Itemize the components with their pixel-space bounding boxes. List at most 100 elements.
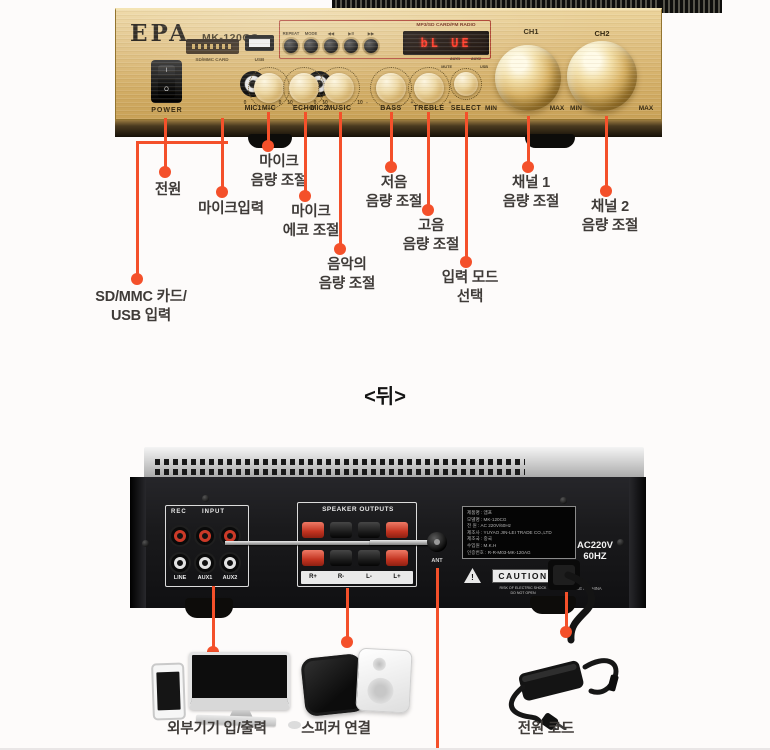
select-knob-ticks: [450, 68, 482, 100]
music-knob-min: 0: [313, 100, 317, 106]
annotation-line-mic-volume: [266, 112, 270, 145]
spec-row: 수입원 : M.K.H: [467, 542, 497, 548]
lid-vent-row-2: [155, 469, 525, 475]
select-option-mute: MUTE: [441, 65, 452, 69]
annotation-label-mic-input: 마이크입력: [198, 201, 264, 217]
speaker-terminal-red: [302, 550, 324, 566]
annotation-dot-bass-volume: [385, 161, 397, 173]
power-inlet-recess: [553, 565, 575, 585]
ant-connector: [427, 532, 447, 552]
power-rating-label: AC220V 60HZ: [577, 540, 613, 562]
annotation-label-input-mode: 입력 모드 선택: [441, 270, 499, 306]
screw-icon: [617, 539, 624, 546]
spec-row: 제품명 : 앰프: [467, 510, 492, 515]
annotation-label-bass-volume: 저음 음량 조절: [365, 175, 423, 211]
annotation-line-mic-echo: [303, 112, 307, 195]
rca-jack-red: [196, 527, 214, 545]
music-knob: [324, 73, 354, 103]
rca-jack-red: [221, 527, 239, 545]
select-option-usb: USB: [480, 65, 489, 69]
lid-vent-row-1: [155, 459, 525, 465]
terminal-label-r-plus: R+: [309, 574, 317, 580]
brand-logo: EPA: [130, 20, 190, 47]
mic1-label: MIC1: [244, 105, 262, 112]
annotation-line-speaker: [345, 588, 349, 640]
annotation-line-power-cord: [564, 592, 568, 630]
divider-label: <뒤>: [364, 386, 406, 408]
music-knob-ticks: [318, 67, 360, 109]
sd-card-slot: [186, 39, 239, 54]
annotation-dot-mic-echo: [299, 190, 311, 202]
mic-knob: [254, 73, 284, 103]
power-off-mark: O: [164, 87, 169, 93]
speaker-outputs-box: SPEAKER OUTPUTS R+ R- L- L+: [297, 502, 417, 587]
display-label: MP3/SD CARD/FM RADIO: [416, 23, 476, 28]
top-vent-strip-corner: [660, 0, 722, 13]
caution-sub-label: RISK OF ELECTRIC SHOCK DO NOT OPEN: [499, 586, 547, 596]
annotation-dot-ch1: [522, 161, 534, 173]
annotation-label-speaker: 스피커 연결: [301, 721, 371, 737]
smartphone-icon: [151, 662, 186, 721]
annotation-label-power-cord: 전원 코드: [517, 721, 575, 737]
spec-sticker: 제품명 : 앰프 모델명 : MK-120CG 전 원 : AC 220V/60…: [462, 506, 576, 559]
sd-card-slot-label: SD/MMC CARD: [195, 57, 229, 62]
select-knob-label: SELECT: [450, 105, 482, 112]
bass-knob-max: +: [410, 100, 414, 106]
annotation-dot-treble-volume: [422, 204, 434, 216]
back-panel-photo: REC INPUT LINE AUX1 AUX2 SPEAKER OUTPUTS…: [130, 447, 646, 622]
annotation-line-external: [211, 586, 215, 650]
bass-knob-min: -: [366, 100, 368, 106]
annotation-dot-music-volume: [334, 243, 346, 255]
monitor-stand: [228, 710, 254, 720]
annotation-dot-ch2: [600, 185, 612, 197]
spec-row: 전 원 : AC 220V/60Hz: [467, 523, 511, 529]
computer-monitor-icon: [189, 652, 290, 710]
aux1-jack-label: AUX1: [197, 575, 213, 581]
echo-knob: [289, 73, 319, 103]
power-cord: [564, 571, 595, 644]
ch2-max-label: MAX: [638, 105, 654, 112]
spec-row: 제조국 : 중국: [467, 536, 492, 542]
annotation-dot-power: [159, 166, 171, 178]
ch1-max-label: MAX: [549, 105, 565, 112]
annotation-line-antenna: [435, 568, 439, 750]
ant-label: ANT: [431, 558, 443, 564]
annotation-label-music-volume: 음악의 음량 조절: [318, 257, 376, 293]
speaker-terminal-red: [386, 522, 408, 538]
aux2-jack-label: AUX2: [222, 575, 238, 581]
terminal-label-l-plus: L+: [393, 574, 401, 580]
usb-port: [245, 35, 274, 51]
annotation-line-ch2: [604, 116, 608, 190]
select-knob: [454, 72, 478, 96]
annotation-label-ch1: 채널 1 음량 조절: [502, 175, 560, 211]
antenna-rod: [225, 541, 437, 545]
treble-knob-min: -: [404, 100, 406, 106]
terminal-label-r-minus: R-: [337, 574, 345, 580]
annotation-line-treble-volume: [426, 112, 430, 209]
treble-knob-ticks: [408, 67, 450, 109]
control-group-outline: [279, 20, 491, 59]
annotation-line-bass-volume: [389, 112, 393, 166]
terminal-label-strip: [301, 571, 413, 584]
back-panel-right-edge: [629, 477, 646, 608]
ch1-knob: [495, 45, 561, 111]
front-panel-photo: EPA MK-120CG SD/MMC CARD USB I O POWER M…: [115, 8, 662, 120]
antenna-rod-segment: [370, 540, 438, 545]
music-knob-label: MUSIC: [326, 105, 352, 112]
speaker-terminal-black: [358, 550, 380, 566]
ant-connector-pin: [434, 539, 440, 545]
next-track-icon: ▶▶: [367, 31, 375, 36]
white-speaker-icon: [355, 647, 413, 714]
mouse-icon: [288, 721, 301, 729]
power-on-mark: I: [165, 68, 168, 74]
bass-knob-label: BASS: [380, 105, 402, 112]
speaker-terminal-red: [386, 550, 408, 566]
spec-row: 인증번호 : R-R-M03-MK-120AG: [467, 549, 531, 555]
mic2-label: MIC2: [310, 105, 328, 112]
mode-button-label: MODE: [304, 31, 318, 36]
speaker-outputs-title: SPEAKER OUTPUTS: [322, 506, 394, 513]
annotation-dot-sd: [131, 273, 143, 285]
line-jack-label: LINE: [173, 575, 187, 581]
ch1-label: CH1: [523, 27, 539, 36]
front-panel-base: [115, 120, 662, 137]
